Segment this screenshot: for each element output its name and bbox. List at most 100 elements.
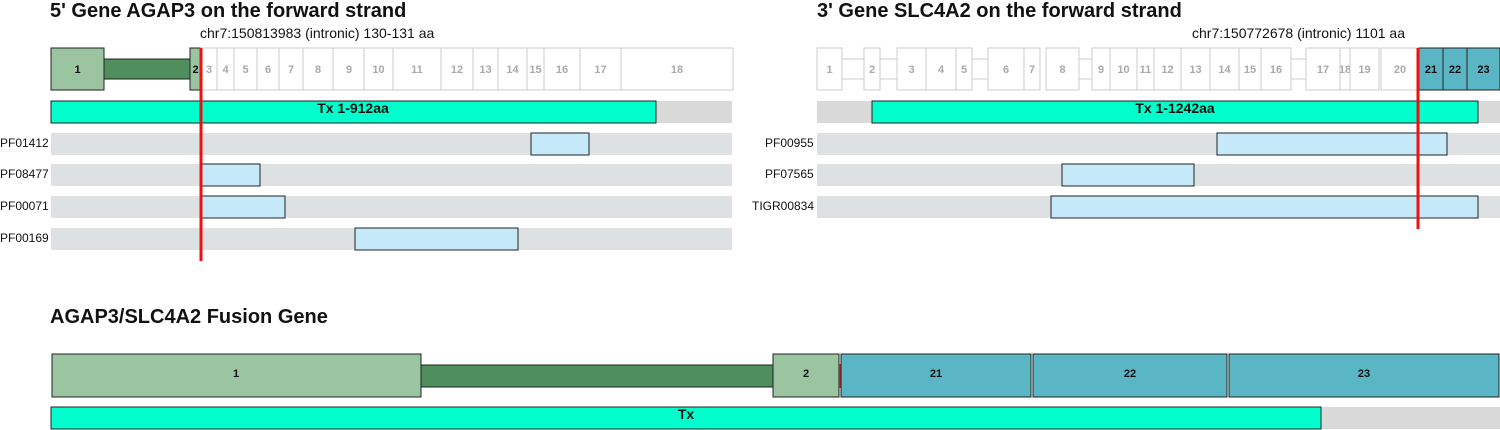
right-exon [896, 47, 927, 91]
left-domain-track-1 [51, 133, 732, 155]
right-exon [1260, 47, 1292, 91]
left-exon-label: 1 [74, 64, 80, 76]
right-exon-label: 21 [1425, 64, 1437, 76]
left-gene-title: 5' Gene AGAP3 on the forward strand [50, 0, 406, 22]
right-exon [1380, 47, 1420, 91]
right-exon-label: 6 [1003, 64, 1009, 76]
left-exon-label: 7 [288, 64, 294, 76]
right-tx-bar [871, 100, 1479, 124]
right-domain-label: PF07565 [765, 167, 814, 181]
right-exon [925, 47, 957, 91]
left-exon-label: 16 [556, 64, 568, 76]
left-domain-track-3 [51, 196, 732, 218]
left-exon-label: 3 [206, 64, 212, 76]
fusion-exon [1228, 353, 1500, 398]
right-exon-label: 18 [1339, 64, 1351, 76]
right-exon-label: 2 [869, 64, 875, 76]
right-intron [1290, 58, 1307, 80]
left-exon-label: 12 [451, 64, 463, 76]
right-exon-label: 22 [1449, 64, 1461, 76]
left-exon-label: 13 [479, 64, 491, 76]
right-exon-label: 15 [1244, 64, 1256, 76]
right-exon-label: 23 [1477, 64, 1489, 76]
left-exon [543, 47, 581, 91]
left-exon [497, 47, 528, 91]
left-domain-label: PF00169 [0, 231, 49, 245]
right-exon-label: 20 [1394, 64, 1406, 76]
right-exon [1045, 47, 1080, 91]
fusion-exon-label: 22 [1124, 368, 1136, 380]
right-breakpoint-label: chr7:150772678 (intronic) 1101 aa [1192, 25, 1405, 41]
right-exon-label: 16 [1270, 64, 1282, 76]
right-exon-label: 4 [938, 64, 945, 76]
right-exon-label: 7 [1029, 64, 1035, 76]
left-domain-label: PF01412 [0, 136, 49, 150]
left-exon-label: 14 [506, 64, 519, 76]
right-exon [1180, 47, 1211, 91]
left-breakpoint-label: chr7:150813983 (intronic) 130-131 aa [200, 25, 434, 41]
right-intron [971, 58, 989, 80]
left-exon [440, 47, 474, 91]
left-exon [579, 47, 622, 91]
left-intron [103, 58, 191, 80]
left-exon-label: 2 [192, 64, 198, 76]
right-tx-label: Tx 1-1242aa [1135, 100, 1215, 116]
left-exon [620, 47, 734, 91]
right-exon [1153, 47, 1182, 91]
right-exon-label: 17 [1317, 64, 1329, 76]
left-domain-track-2 [51, 164, 732, 186]
left-domain-box [199, 163, 261, 187]
left-tx-label: Tx 1-912aa [317, 100, 389, 116]
right-exon [1023, 47, 1041, 91]
right-exon [1349, 47, 1380, 91]
left-exon-label: 10 [372, 64, 384, 76]
fusion-exon [840, 353, 1032, 398]
fusion-exon-label: 1 [233, 368, 239, 380]
fusion-exon [1032, 353, 1228, 398]
right-exon-label: 5 [961, 64, 967, 76]
right-exon [1418, 47, 1444, 91]
right-exon [863, 47, 881, 91]
fusion-exon [772, 353, 840, 398]
right-domain-box [1216, 132, 1448, 156]
right-exon [1466, 47, 1500, 91]
right-domain-label: TIGR00834 [752, 199, 814, 213]
fusion-tx-bar [50, 406, 1322, 430]
right-exon-label: 11 [1140, 64, 1152, 76]
right-exon-label: 3 [908, 64, 914, 76]
fusion-intron-bar [420, 364, 774, 388]
left-domain-box [530, 132, 590, 156]
fusion-exon [51, 353, 422, 398]
right-intron [879, 58, 898, 80]
fusion-exon-label: 2 [803, 368, 809, 380]
left-exon-label: 18 [671, 64, 683, 76]
right-exon [955, 47, 973, 91]
left-exon-label: 6 [265, 64, 271, 76]
left-exon-label: 9 [346, 64, 352, 76]
right-intron [1078, 58, 1093, 80]
right-exon-label: 19 [1358, 64, 1370, 76]
left-exon-label: 17 [594, 64, 606, 76]
left-domain-box [354, 227, 519, 251]
right-exon-label: 13 [1189, 64, 1201, 76]
left-exon-label: 5 [242, 64, 248, 76]
left-exon-label: 15 [529, 64, 541, 76]
left-domain-label: PF00071 [0, 199, 49, 213]
right-exon-label: 9 [1098, 64, 1104, 76]
right-intron [841, 58, 865, 80]
right-domain-box [1050, 195, 1479, 219]
left-domain-label: PF08477 [0, 167, 49, 181]
right-exon [987, 47, 1025, 91]
right-exon [1109, 47, 1138, 91]
right-exon-label: 1 [826, 64, 832, 76]
right-exon-label: 12 [1161, 64, 1173, 76]
fusion-title: AGAP3/SLC4A2 Fusion Gene [50, 306, 328, 328]
right-gene-title: 3' Gene SLC4A2 on the forward strand [817, 0, 1182, 22]
fusion-exon-label: 23 [1358, 368, 1370, 380]
fusion-exon-label: 21 [930, 368, 942, 380]
right-domain-box [1061, 163, 1195, 187]
left-exon-label: 4 [222, 64, 229, 76]
